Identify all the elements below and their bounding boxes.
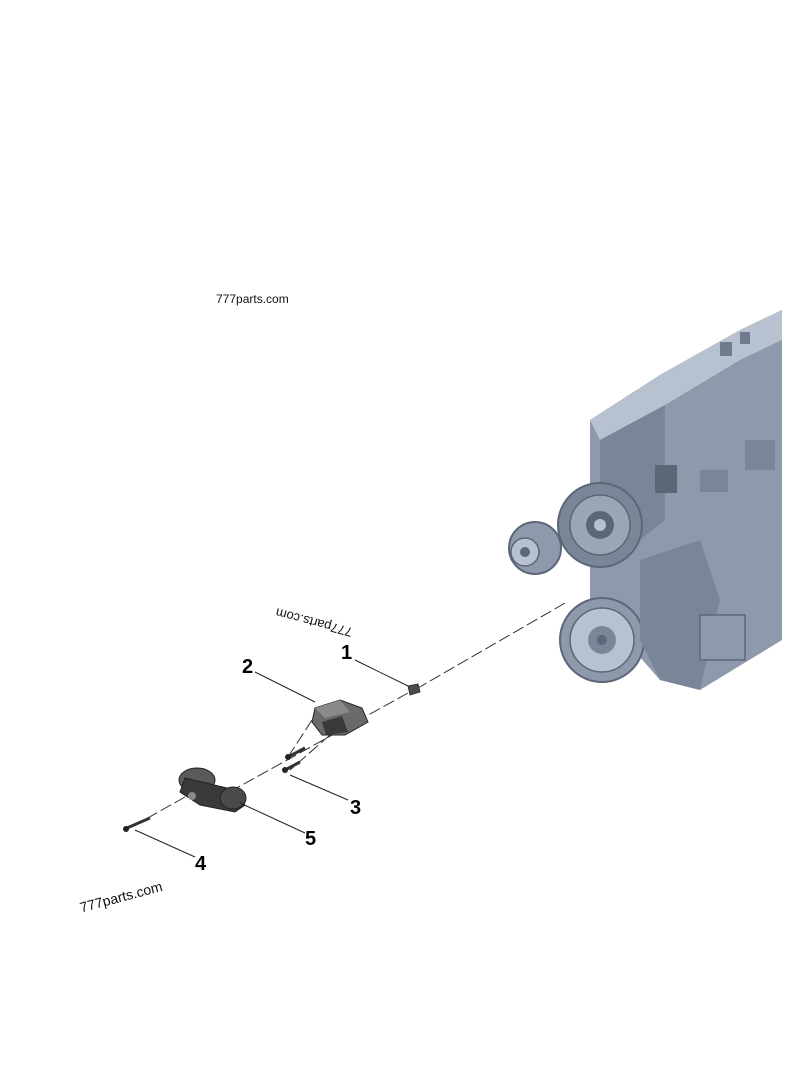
callout-2: 2	[242, 656, 254, 678]
callout-5: 5	[305, 828, 317, 850]
callout-4: 4	[195, 853, 207, 875]
assembly-centerlines	[129, 602, 566, 829]
part-4-bolt	[123, 816, 151, 832]
part-3-bolts	[282, 746, 306, 773]
leader-lines	[134, 659, 409, 858]
part-2-bracket	[311, 699, 369, 736]
engine-block	[508, 310, 782, 690]
part-5-tensioner	[178, 767, 247, 813]
watermark-top: 777parts.com	[216, 292, 289, 306]
callout-1: 1	[341, 642, 353, 664]
part-1-nut	[407, 683, 421, 696]
callout-3: 3	[350, 797, 362, 819]
